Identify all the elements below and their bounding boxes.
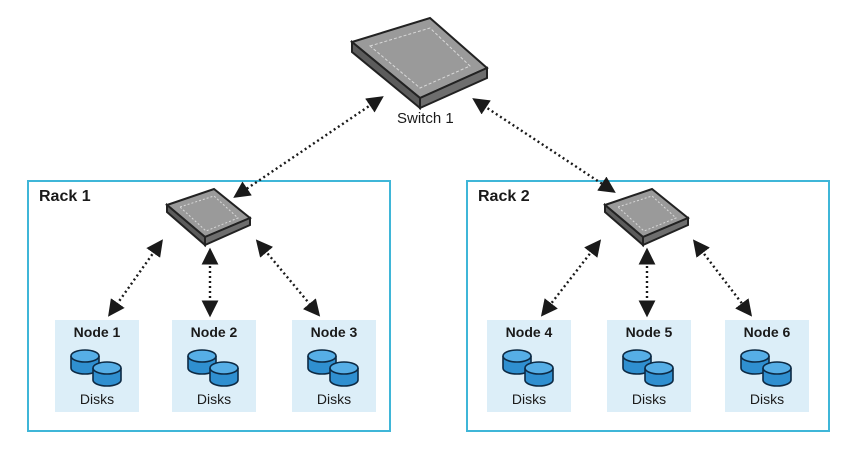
node-4-disks-label: Disks (511, 391, 547, 407)
node-2: Node 2 Disks (172, 320, 256, 412)
rack-2-switch-icon (603, 187, 690, 248)
node-5: Node 5 Disks (607, 320, 691, 412)
node-1-disks-label: Disks (79, 391, 115, 407)
link-rack2-node6 (692, 239, 753, 317)
node-4: Node 4 Disks (487, 320, 571, 412)
node-1: Node 1 Disks (55, 320, 139, 412)
node-4-label: Node 4 (505, 324, 553, 340)
node-2-disks-label: Disks (196, 391, 232, 407)
node-6: Node 6 Disks (725, 320, 809, 412)
link-rack1-node1 (108, 239, 163, 317)
link-rack1-node3 (255, 239, 321, 317)
node-3: Node 3 Disks (292, 320, 376, 412)
link-switch1-rack1 (233, 96, 384, 198)
node-5-disks-label: Disks (631, 391, 667, 407)
node-3-label: Node 3 (310, 324, 358, 340)
link-switch1-rack2 (472, 98, 616, 193)
switch-1-icon (349, 16, 489, 111)
switch-1-label: Switch 1 (397, 110, 454, 127)
link-rack2-node4 (540, 239, 602, 317)
node-2-label: Node 2 (190, 324, 238, 340)
node-6-label: Node 6 (743, 324, 791, 340)
node-6-disks-label: Disks (749, 391, 785, 407)
rack-1-switch-icon (165, 187, 252, 248)
node-1-label: Node 1 (73, 324, 121, 340)
node-5-label: Node 5 (625, 324, 673, 340)
rack-1-title: Rack 1 (39, 188, 91, 205)
node-3-disks-label: Disks (316, 391, 352, 407)
